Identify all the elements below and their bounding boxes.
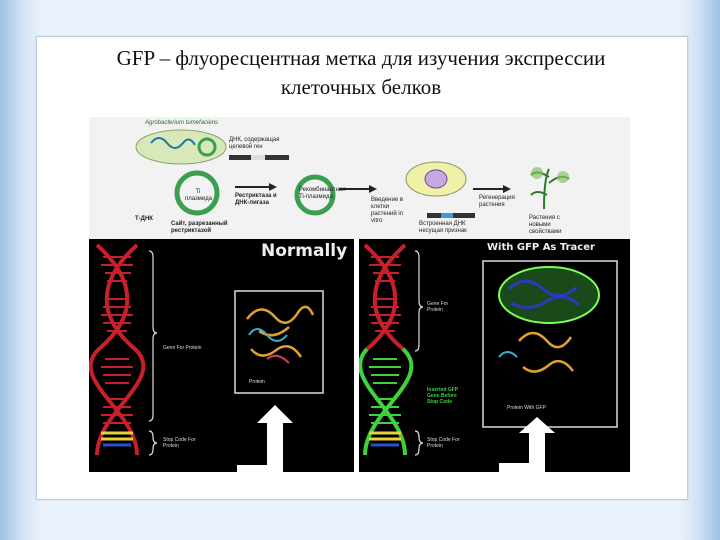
panel-gfp-tracer: With GFP As Tracer Gene For Protein Inse… [358,239,630,472]
label-introduction: Введение в клетки растений in vitro [371,197,404,224]
bacterium-cell [135,129,227,165]
dna-helix-normal [89,243,146,456]
label-new-plants: Растения с новыми свойствами [529,215,562,235]
label-stop-normal: Stop Code For Protein [163,437,196,449]
transformation-drawing [135,129,570,218]
label-agrobacterium: Agrobacterium tumefaciens [145,120,219,126]
gene-bracket-gfp [414,250,424,352]
label-protein-gfp: Protein With GFP [507,405,546,411]
gene-bracket [148,250,158,422]
protein-box [234,290,324,394]
label-protein: Protein [249,379,265,385]
label-inserted-gfp: Inserted GFP Gene Before Stop Code [427,387,459,405]
heading-gfp-tracer: With GFP As Tracer [487,242,595,253]
label-cut-site: Сайт, разрезанный рестриктазой [171,221,228,234]
label-gene-normal: Gene For Protein [163,345,202,351]
ti-plasmid [174,170,220,216]
arrow-up-gfp [499,417,555,472]
label-dna-target: ДНК, содержащая целевой ген [229,137,280,150]
panel-normally: Normally Gene For Protein Stop Code For … [89,239,354,472]
gfp-drawing [358,243,618,472]
stop-bracket [148,430,158,456]
label-restriction: Рестриктаза и ДНК-лигаза [235,193,277,206]
heading-normally: Normally [261,241,348,261]
gfp-barrel [507,279,580,309]
label-recombinant: Рекомбинантная Ti-плазмида [299,187,346,200]
label-regeneration: Регенерация растения [479,195,515,208]
protein-ribbon [246,305,315,358]
label-stop-gfp: Stop Code For Protein [427,437,460,449]
label-t-dna: Т-ДНК [135,216,153,222]
ti-plasmid-small [197,137,217,157]
arrow-up-normal [237,405,293,472]
title-line-1: GFP – флуоресцентная метка для изучения … [116,46,606,70]
target-gene-segment [251,155,265,160]
label-gene-gfp: Gene For Protein [427,301,449,313]
slide-title: GFP – флуоресцентная метка для изучения … [36,44,686,102]
label-inserted-dna: Встроенная ДНК несущая признак [419,221,467,234]
protein-ribbon-gfp [518,331,574,373]
label-ti-plasmid: Ti плазмида [185,189,213,202]
transformation-diagram: Agrobacterium tumefaciens ДНК, содержаща… [89,117,630,239]
stop-bracket-gfp [414,430,424,456]
normally-drawing [89,243,324,472]
cell-nucleus [424,169,448,189]
gfp-barrel-glow [498,266,600,324]
figure: Agrobacterium tumefaciens ДНК, содержаща… [89,117,630,472]
recombinant-plasmid [294,174,336,216]
title-line-2: клеточных белков [280,75,442,99]
dna-helix-gfp [358,243,414,456]
bacterial-dna [150,137,196,149]
